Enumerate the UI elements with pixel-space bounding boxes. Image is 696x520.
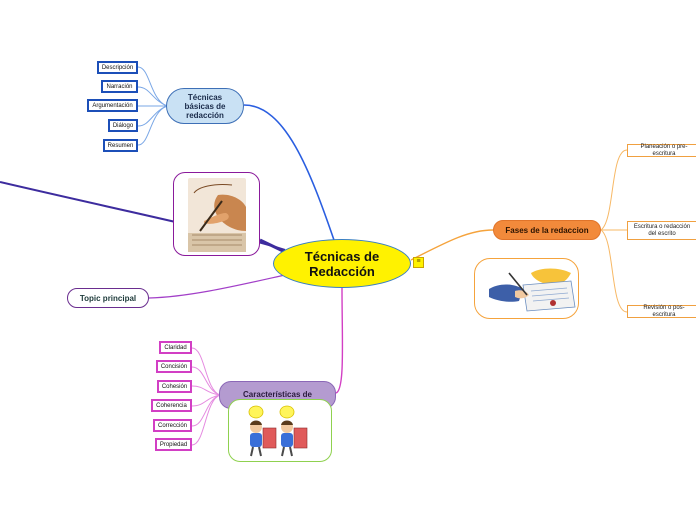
node-tecnicas-basicas-line3: redacción [186,110,224,120]
leaf-escritura-line2: del escrito [648,230,676,237]
writing-hand-image[interactable] [173,172,260,256]
connector-group-orange-leaves [600,149,628,313]
leaf-dialogo[interactable]: Diálogo [108,119,138,132]
leaf-correccion[interactable]: Corrección [153,419,192,432]
node-fases[interactable]: Fases de la redaccion [493,220,601,240]
node-topic-principal[interactable]: Topic principal [67,288,149,308]
node-tecnicas-basicas-line1: Técnicas [187,92,223,102]
leaf-resumen[interactable]: Resumen [103,139,138,152]
leaf-claridad[interactable]: Claridad [159,341,192,354]
leaf-escritura[interactable]: Escritura o redacción del escrito [627,221,696,240]
leaf-revision[interactable]: Revisión o pos-escritura [627,305,696,318]
leaf-planeacion-label: Planeación o pre-escritura [640,143,688,157]
note-icon[interactable]: ≡ [413,257,424,268]
connector-tecnicas-basicas [243,104,336,244]
connector-external-branch [0,181,286,251]
leaf-propiedad[interactable]: Propiedad [155,438,192,451]
connector-group-pink-leaves [191,347,221,446]
node-tecnicas-basicas[interactable]: Técnicas básicas de redacción [166,88,244,124]
central-topic-line2: Redacción [309,263,375,279]
children-reading-image[interactable] [228,399,332,462]
leaf-coherencia[interactable]: Coherencia [151,399,192,412]
connector-fases [410,229,494,261]
leaf-concision[interactable]: Concisión [156,360,192,373]
connector-group-blue-leaves [137,66,168,146]
leaf-escritura-line1: Escritura o redacción [633,223,691,230]
leaf-descripcion[interactable]: Descripción [97,61,138,74]
leaf-argumentacion[interactable]: Argumentación [87,99,138,112]
central-topic-line1: Técnicas de [304,248,380,264]
node-tecnicas-basicas-line2: básicas de [184,101,226,111]
central-topic[interactable]: Técnicas de Redacción [273,239,411,288]
connector-writing-image [259,238,286,254]
leaf-revision-label: Revisión o pos-escritura [643,304,685,318]
signing-document-image[interactable] [474,258,579,319]
connector-caracteristicas [335,287,344,394]
connector-topic-principal [148,274,286,299]
leaf-cohesion[interactable]: Cohesión [157,380,192,393]
leaf-narracion[interactable]: Narración [101,80,138,93]
leaf-planeacion[interactable]: Planeación o pre-escritura [627,144,696,157]
